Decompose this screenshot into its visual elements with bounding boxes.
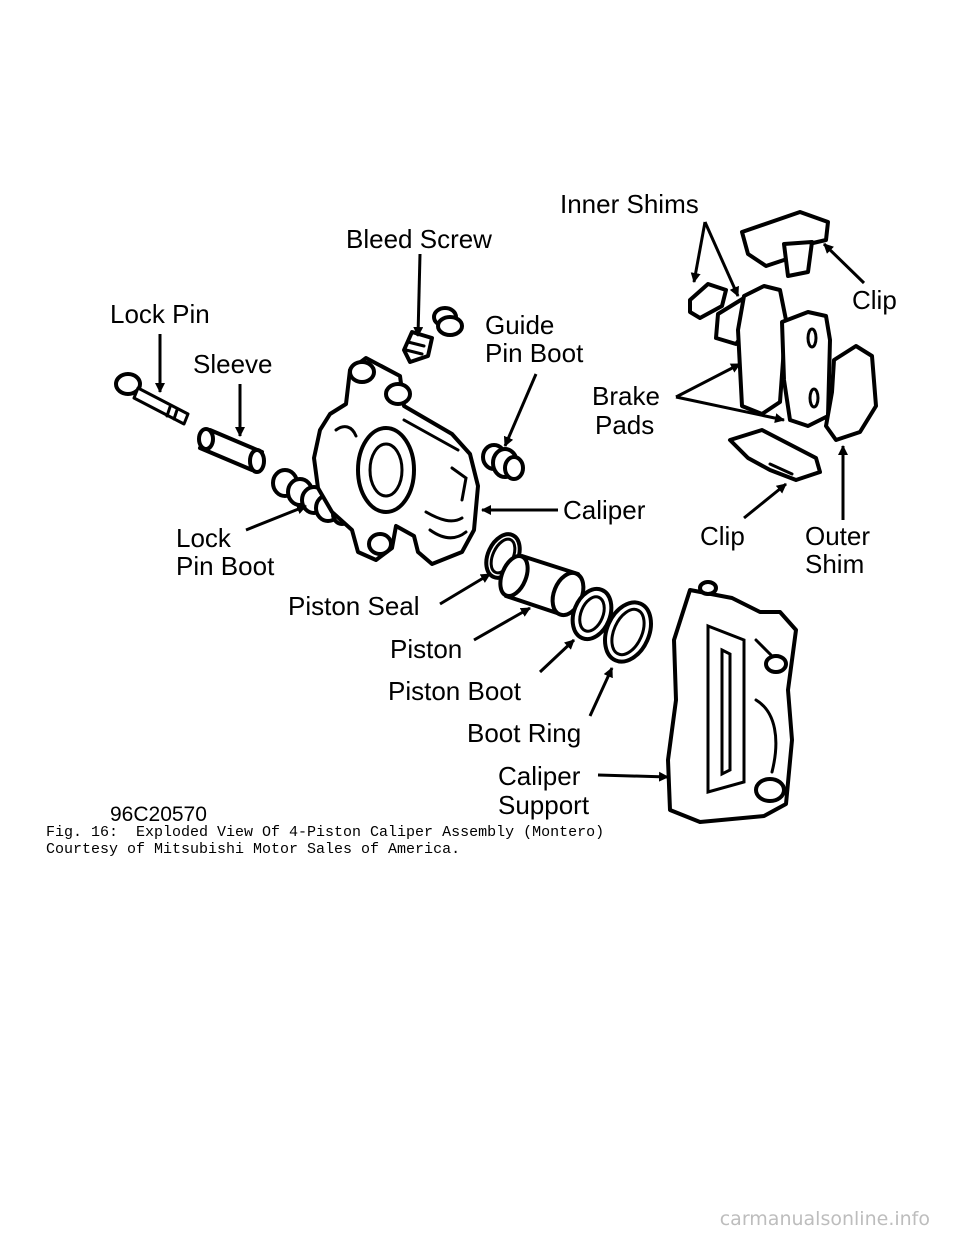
label-outer-shim-1: Outer	[805, 521, 870, 551]
label-lock-pin-boot-1: Lock	[176, 523, 232, 553]
label-inner-shims: Inner Shims	[560, 189, 699, 219]
brake-pads-part	[736, 284, 832, 428]
drawing-code: 96C20570	[110, 803, 207, 826]
label-caliper-support-1: Caliper	[498, 761, 581, 791]
label-clip-top: Clip	[852, 285, 897, 315]
guide-pin-boot-part	[481, 443, 525, 481]
label-sleeve: Sleeve	[193, 349, 273, 379]
label-clip-bottom: Clip	[700, 521, 745, 551]
label-outer-shim-2: Shim	[805, 549, 864, 579]
label-boot-ring: Boot Ring	[467, 718, 581, 748]
outer-shim-part	[824, 344, 878, 442]
label-guide-pin-boot-2: Pin Boot	[485, 338, 584, 368]
leader-arrows	[155, 221, 866, 782]
bottom-clip-part	[728, 428, 822, 482]
caliper-support-part	[666, 580, 798, 824]
label-bleed-screw: Bleed Screw	[346, 224, 492, 254]
label-brake-pads-1: Brake	[592, 381, 660, 411]
caliper-body-part	[312, 356, 480, 566]
watermark: carmanualsonline.info	[719, 1208, 930, 1230]
label-piston: Piston	[390, 634, 462, 664]
label-caliper-support-2: Support	[498, 790, 590, 820]
label-caliper: Caliper	[563, 495, 646, 525]
label-brake-pads-2: Pads	[595, 410, 654, 440]
label-guide-pin-boot-1: Guide	[485, 310, 554, 340]
label-lock-pin-boot-2: Pin Boot	[176, 551, 275, 581]
sleeve-part	[197, 427, 266, 474]
boot-ring-part	[603, 600, 653, 664]
bleed-screw-part	[402, 306, 464, 364]
label-lock-pin: Lock Pin	[110, 299, 210, 329]
label-piston-seal: Piston Seal	[288, 591, 420, 621]
label-piston-boot: Piston Boot	[388, 676, 522, 706]
top-clip-part	[740, 210, 830, 278]
figure-caption-line-2: Courtesy of Mitsubishi Motor Sales of Am…	[46, 841, 461, 858]
figure-caption-line-1: Fig. 16: Exploded View Of 4-Piston Calip…	[46, 824, 605, 841]
lock-pin-part	[114, 372, 190, 426]
